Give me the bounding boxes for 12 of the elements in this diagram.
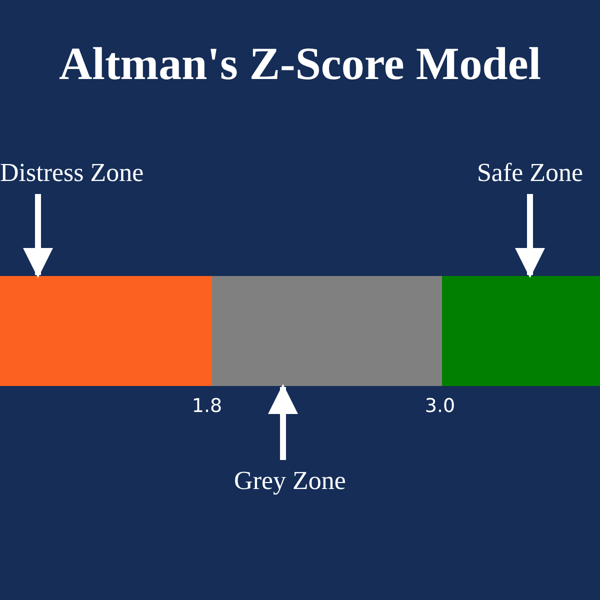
arrow — [515, 194, 545, 278]
zone-label: Grey Zone — [220, 464, 360, 498]
scale-value: 3.0 — [424, 394, 456, 419]
arrow — [268, 384, 298, 460]
zone-label: Safe Zone — [468, 156, 592, 190]
zone-bar — [442, 276, 600, 386]
zone-label: Distress Zone — [0, 156, 144, 190]
zone-bar — [212, 276, 442, 386]
zone-bar — [0, 276, 212, 386]
title: Altman's Z-Score Model — [58, 37, 542, 91]
scale-value: 1.8 — [190, 394, 224, 419]
arrow — [23, 194, 53, 278]
